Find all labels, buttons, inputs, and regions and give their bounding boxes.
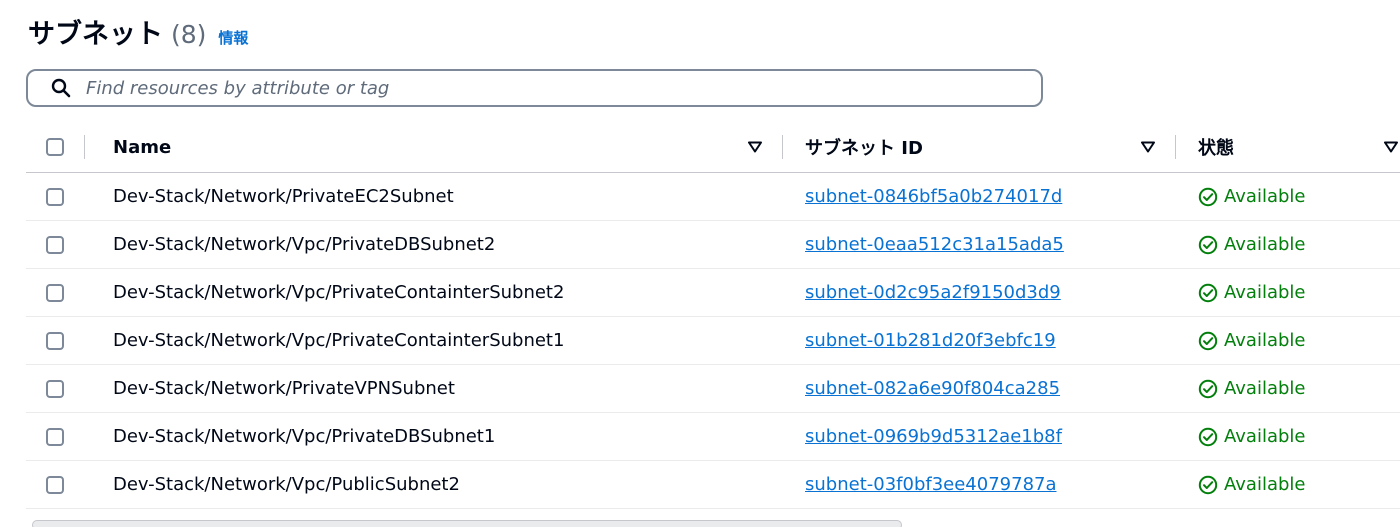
status-badge: Available xyxy=(1176,426,1400,447)
row-checkbox[interactable] xyxy=(46,379,64,398)
status-label: Available xyxy=(1224,378,1306,399)
subnet-id-cell: subnet-0d2c95a2f9150d3d9 xyxy=(783,268,1176,317)
subnet-id-cell: subnet-03f0bf3ee4079787a xyxy=(783,460,1176,509)
row-select-cell xyxy=(26,460,91,509)
subnet-name: Dev-Stack/Network/Vpc/PrivateContainterS… xyxy=(91,316,783,365)
subnet-name: Dev-Stack/Network/Vpc/PrivateDBSubnet1 xyxy=(91,412,783,461)
table-row[interactable]: Dev-Stack/Network/Vpc/PrivateDBSubnet2 s… xyxy=(26,220,1400,269)
check-circle-icon xyxy=(1198,283,1218,303)
column-header-name[interactable]: Name xyxy=(91,122,783,173)
row-select-cell xyxy=(26,412,91,461)
info-link[interactable]: 情報 xyxy=(218,29,249,47)
subnet-id-cell: subnet-0969b9d5312ae1b8f xyxy=(783,412,1176,461)
status-badge: Available xyxy=(1176,282,1400,303)
subnet-name: Dev-Stack/Network/Vpc/PublicSubnet2 xyxy=(91,460,783,509)
subnet-id-cell: subnet-0eaa512c31a15ada5 xyxy=(783,220,1176,269)
row-checkbox[interactable] xyxy=(46,475,64,494)
check-circle-icon xyxy=(1198,331,1218,351)
status-label: Available xyxy=(1224,282,1306,303)
status-badge: Available xyxy=(1176,234,1400,255)
status-label: Available xyxy=(1224,474,1306,495)
row-checkbox[interactable] xyxy=(46,331,64,350)
status-cell: Available xyxy=(1176,412,1400,461)
check-circle-icon xyxy=(1198,427,1218,447)
row-checkbox[interactable] xyxy=(46,187,64,206)
status-label: Available xyxy=(1224,234,1306,255)
row-checkbox[interactable] xyxy=(46,235,64,254)
row-select-cell xyxy=(26,364,91,413)
sort-down-icon[interactable] xyxy=(1141,141,1155,153)
row-checkbox[interactable] xyxy=(46,427,64,446)
status-cell: Available xyxy=(1176,268,1400,317)
column-label-name: Name xyxy=(113,136,172,158)
column-label-status: 状態 xyxy=(1198,138,1234,159)
subnet-id-link[interactable]: subnet-0846bf5a0b274017d xyxy=(805,186,1063,207)
check-circle-icon xyxy=(1198,187,1218,207)
row-select-cell xyxy=(26,268,91,317)
row-checkbox[interactable] xyxy=(46,283,64,302)
subnet-id-link[interactable]: subnet-082a6e90f804ca285 xyxy=(805,378,1061,399)
status-label: Available xyxy=(1224,186,1306,207)
row-select-cell xyxy=(26,220,91,269)
check-circle-icon xyxy=(1198,379,1218,399)
column-divider[interactable] xyxy=(84,135,85,159)
check-circle-icon xyxy=(1198,475,1218,495)
page-header: サブネット (8) 情報 xyxy=(28,12,248,60)
table-row[interactable]: Dev-Stack/Network/Vpc/PrivateDBSubnet1 s… xyxy=(26,412,1400,461)
table-row[interactable]: Dev-Stack/Network/Vpc/PrivateContainterS… xyxy=(26,268,1400,317)
subnets-table: Name サブネット ID xyxy=(26,122,1400,509)
table-header-row: Name サブネット ID xyxy=(26,122,1400,173)
status-cell: Available xyxy=(1176,172,1400,221)
status-badge: Available xyxy=(1176,186,1400,207)
status-badge: Available xyxy=(1176,378,1400,399)
search-box[interactable] xyxy=(26,69,1043,107)
column-label-subnet-id: サブネット ID xyxy=(805,138,923,159)
row-select-cell xyxy=(26,316,91,365)
table-row[interactable]: Dev-Stack/Network/Vpc/PublicSubnet2 subn… xyxy=(26,460,1400,509)
column-header-status[interactable]: 状態 xyxy=(1176,122,1400,173)
subnet-name: Dev-Stack/Network/PrivateVPNSubnet xyxy=(91,364,783,413)
check-circle-icon xyxy=(1198,235,1218,255)
status-cell: Available xyxy=(1176,316,1400,365)
status-badge: Available xyxy=(1176,330,1400,351)
select-all-checkbox[interactable] xyxy=(46,138,64,156)
subnet-id-link[interactable]: subnet-01b281d20f3ebfc19 xyxy=(805,330,1056,351)
horizontal-scrollbar[interactable] xyxy=(32,520,902,527)
sort-down-icon[interactable] xyxy=(1384,141,1398,153)
column-divider[interactable] xyxy=(782,135,783,159)
search-icon xyxy=(50,77,72,99)
subnet-id-cell: subnet-01b281d20f3ebfc19 xyxy=(783,316,1176,365)
select-all-header xyxy=(26,122,91,173)
subnet-id-link[interactable]: subnet-0d2c95a2f9150d3d9 xyxy=(805,282,1061,303)
row-select-cell xyxy=(26,172,91,221)
status-cell: Available xyxy=(1176,364,1400,413)
status-label: Available xyxy=(1224,330,1306,351)
subnet-id-cell: subnet-0846bf5a0b274017d xyxy=(783,172,1176,221)
status-badge: Available xyxy=(1176,474,1400,495)
table-row[interactable]: Dev-Stack/Network/Vpc/PrivateContainterS… xyxy=(26,316,1400,365)
subnet-id-cell: subnet-082a6e90f804ca285 xyxy=(783,364,1176,413)
resource-count: (8) xyxy=(171,20,207,49)
status-cell: Available xyxy=(1176,220,1400,269)
column-divider[interactable] xyxy=(1175,135,1176,159)
subnet-id-link[interactable]: subnet-0969b9d5312ae1b8f xyxy=(805,426,1062,447)
subnet-id-link[interactable]: subnet-0eaa512c31a15ada5 xyxy=(805,234,1064,255)
search-input[interactable] xyxy=(86,77,1041,99)
page-title: サブネット xyxy=(28,19,163,50)
subnet-name: Dev-Stack/Network/PrivateEC2Subnet xyxy=(91,172,783,221)
subnet-name: Dev-Stack/Network/Vpc/PrivateDBSubnet2 xyxy=(91,220,783,269)
table-body: Dev-Stack/Network/PrivateEC2Subnet subne… xyxy=(26,172,1400,509)
status-cell: Available xyxy=(1176,460,1400,509)
column-header-subnet-id[interactable]: サブネット ID xyxy=(783,122,1176,173)
table-row[interactable]: Dev-Stack/Network/PrivateVPNSubnet subne… xyxy=(26,364,1400,413)
status-label: Available xyxy=(1224,426,1306,447)
subnet-id-link[interactable]: subnet-03f0bf3ee4079787a xyxy=(805,474,1057,495)
table-row[interactable]: Dev-Stack/Network/PrivateEC2Subnet subne… xyxy=(26,172,1400,221)
sort-down-icon[interactable] xyxy=(748,141,762,153)
subnet-name: Dev-Stack/Network/Vpc/PrivateContainterS… xyxy=(91,268,783,317)
